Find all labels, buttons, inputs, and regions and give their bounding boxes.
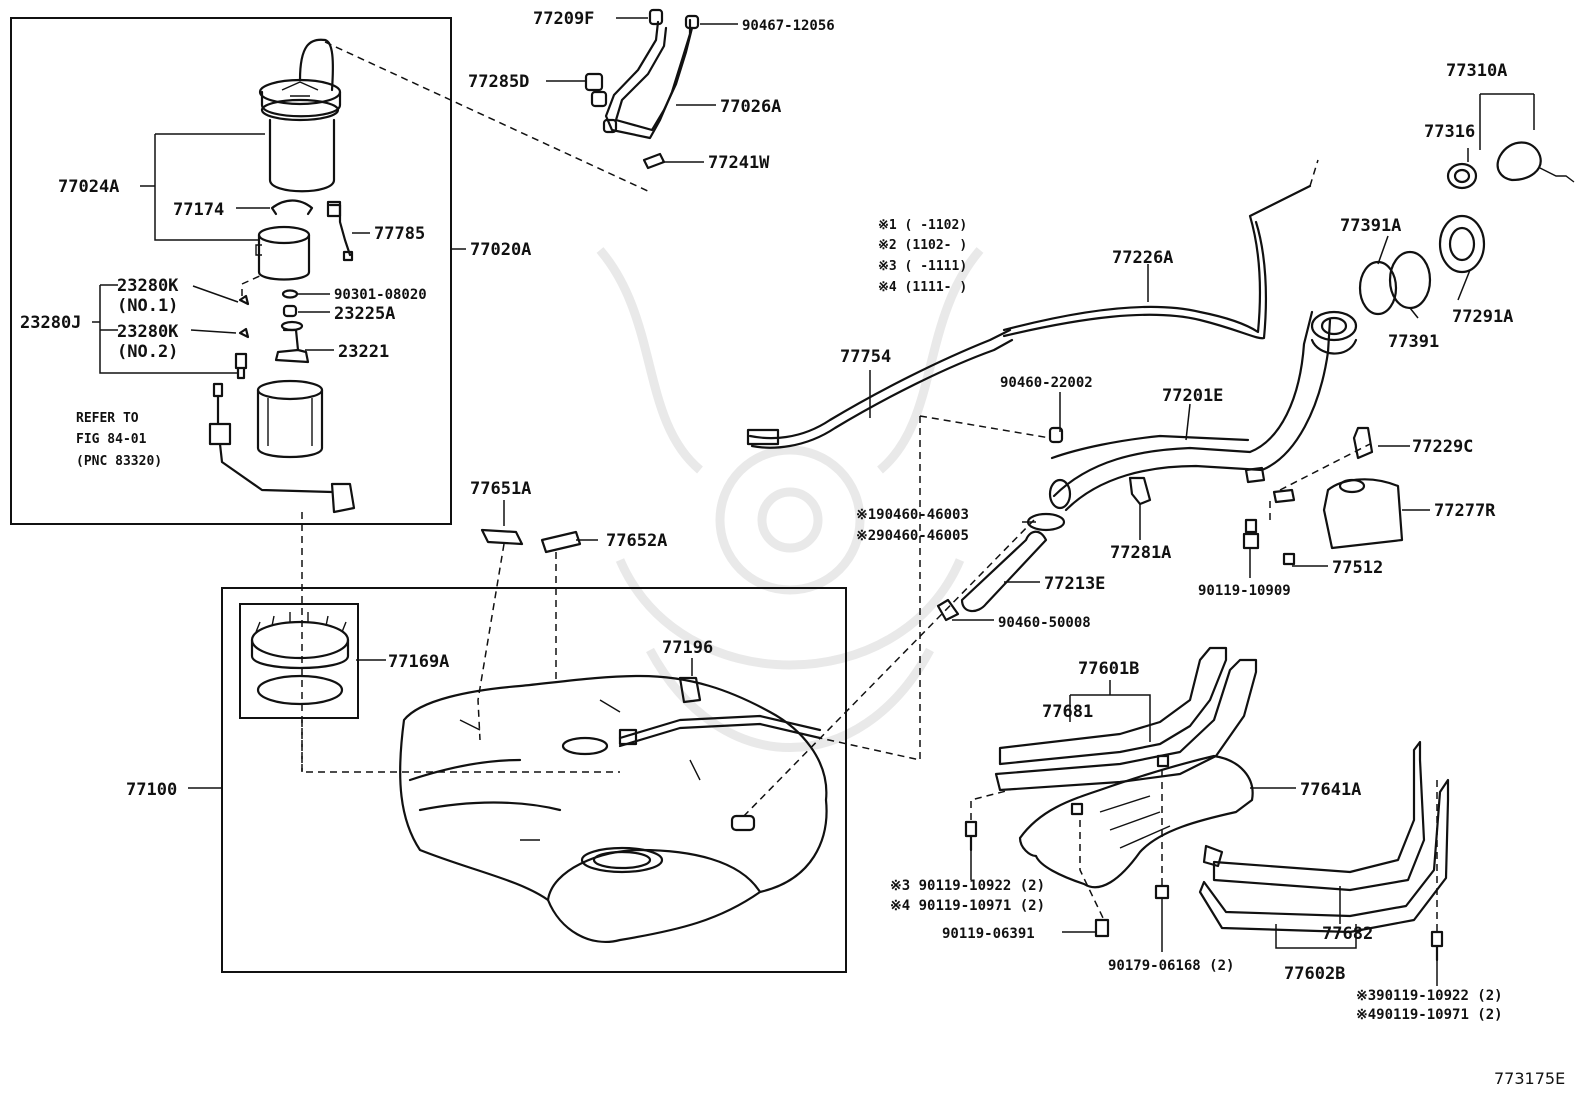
label-77601b: 77601B (1078, 659, 1139, 679)
label-90119-10922-left: ※3 90119-10922 (2) (890, 878, 1045, 894)
label-90119-10971-right: ※490119-10971 (2) (1356, 1007, 1503, 1023)
note-4: ※4 (1111- ) (878, 280, 967, 295)
label-77652a: 77652A (606, 531, 667, 551)
label-23225a: 23225A (334, 304, 395, 324)
label-77682: 77682 (1322, 924, 1373, 944)
label-77602b: 77602B (1284, 964, 1345, 984)
label-77651a: 77651A (470, 479, 531, 499)
label-77196: 77196 (662, 638, 713, 658)
label-77277r: 77277R (1434, 501, 1496, 521)
label-77201e: 77201E (1162, 386, 1223, 406)
tank-assembly-box (221, 587, 847, 973)
label-77169a: 77169A (388, 652, 449, 672)
label-23221: 23221 (338, 342, 389, 362)
note-2: ※2 (1102- ) (878, 238, 967, 253)
label-77241w: 77241W (708, 153, 770, 173)
pump-assembly-box (10, 17, 452, 525)
label-77641a: 77641A (1300, 780, 1361, 800)
label-23280k-no2: 23280K (117, 322, 179, 342)
label-77391: 77391 (1388, 332, 1439, 352)
label-77291a: 77291A (1452, 307, 1513, 327)
refer-line-1: REFER TO (76, 411, 139, 426)
ring-inset-box (239, 603, 359, 719)
label-77209f: 77209F (533, 9, 594, 29)
label-77174: 77174 (173, 200, 224, 220)
label-90460-22002: 90460-22002 (1000, 375, 1093, 391)
tank-straps-drawing (964, 646, 1450, 962)
label-23280k-no1: 23280K (117, 276, 179, 296)
fuel-line-drawing (584, 8, 700, 170)
label-77100: 77100 (126, 780, 177, 800)
label-no1: (NO.1) (117, 296, 178, 316)
note-1: ※1 ( -1102) (878, 218, 967, 233)
label-77213e: 77213E (1044, 574, 1105, 594)
label-90467-12056: 90467-12056 (742, 18, 835, 34)
watermark-emblem (596, 247, 984, 752)
part-labels: 77209F 90467-12056 77285D 77026A 77241W … (20, 9, 1565, 1088)
label-77754: 77754 (840, 347, 891, 367)
fuel-tank-drawing (250, 528, 828, 943)
label-90460-46005: ※290460-46005 (856, 528, 969, 544)
label-77310a: 77310A (1446, 61, 1507, 81)
label-90460-50008: 90460-50008 (998, 615, 1091, 631)
fuel-pump-assembly-drawing (208, 38, 356, 514)
diagram-code: 773175E (1494, 1069, 1565, 1088)
label-no2: (NO.2) (117, 342, 178, 362)
label-77681: 77681 (1042, 702, 1093, 722)
label-90119-06391: 90119-06391 (942, 926, 1035, 942)
strap-leaders (970, 680, 1438, 986)
label-23280j: 23280J (20, 313, 81, 333)
label-90119-10909: 90119-10909 (1198, 583, 1291, 599)
label-77785: 77785 (374, 224, 425, 244)
label-90119-10971-left: ※4 90119-10971 (2) (890, 898, 1045, 914)
label-77020a: 77020A (470, 240, 531, 260)
filler-pipe-leaders (739, 93, 1535, 821)
refer-line-2: FIG 84-01 (76, 432, 147, 447)
label-77512: 77512 (1332, 558, 1383, 578)
fuel-line-leaders (546, 17, 738, 163)
label-90301-08020: 90301-08020 (334, 287, 427, 303)
label-90460-46003: ※190460-46003 (856, 507, 969, 523)
label-90119-10922-right: ※390119-10922 (2) (1356, 988, 1503, 1004)
note-3: ※3 ( -1111) (878, 259, 967, 274)
label-77391a: 77391A (1340, 216, 1401, 236)
label-77316: 77316 (1424, 122, 1475, 142)
label-77226a: 77226A (1112, 248, 1173, 268)
label-77229c: 77229C (1412, 437, 1473, 457)
pump-box-leaders (92, 41, 651, 773)
refer-line-3: (PNC 83320) (76, 454, 162, 469)
label-77285d: 77285D (468, 72, 529, 92)
label-77281a: 77281A (1110, 543, 1171, 563)
label-77024a: 77024A (58, 177, 119, 197)
label-90179-06168: 90179-06168 (2) (1108, 958, 1234, 974)
tank-leaders (188, 500, 693, 789)
label-77026a: 77026A (720, 97, 781, 117)
